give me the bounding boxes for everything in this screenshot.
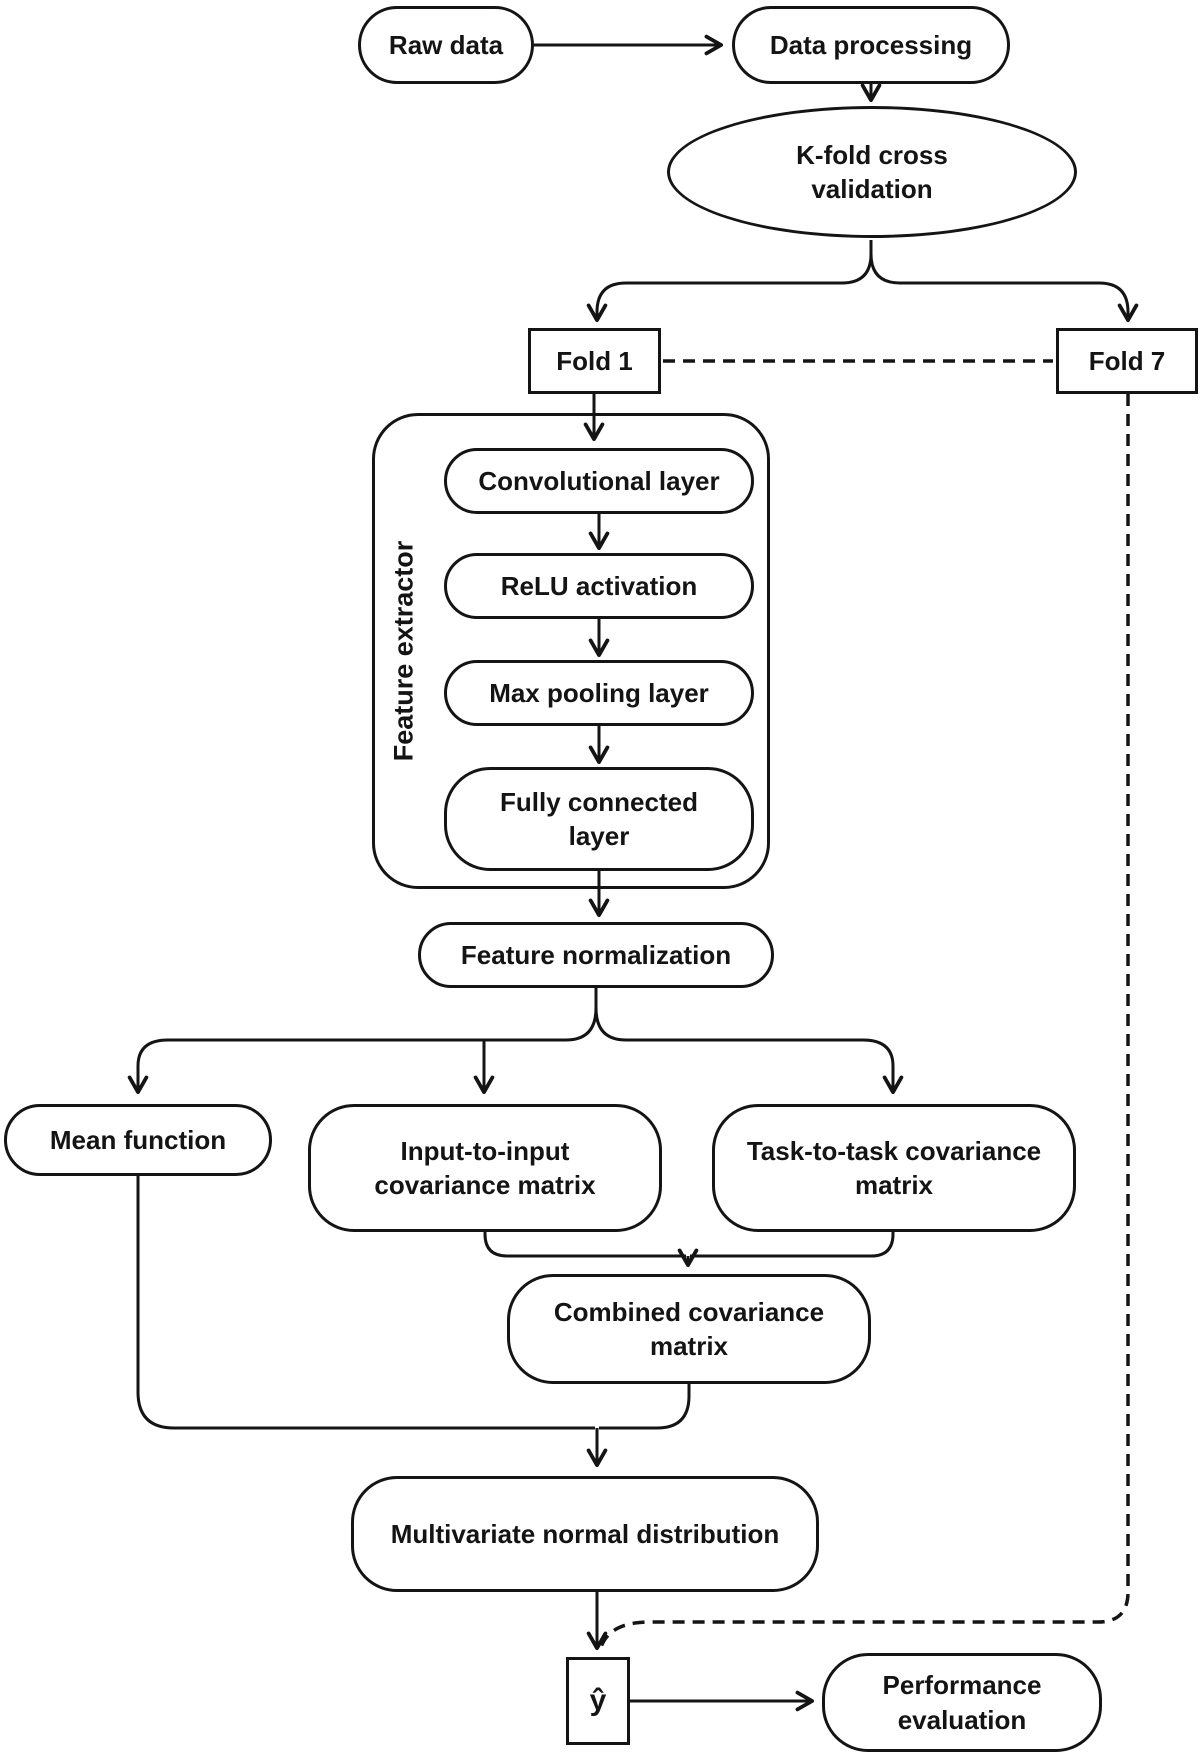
feature-extractor-group-label: Feature extractor [388, 540, 419, 762]
node-data-processing: Data processing [732, 6, 1010, 84]
node-fold-7-label: Fold 7 [1088, 345, 1166, 376]
feature-extractor-group [372, 413, 770, 889]
node-performance-evaluation-label: Performance evaluation [882, 1670, 1042, 1735]
node-mean-function-label: Mean function [49, 1124, 227, 1155]
edge-kfold-to-fold1 [586, 240, 873, 323]
node-yhat-label: ŷ [589, 1684, 607, 1718]
node-combined-covariance: Combined covariance matrix [507, 1274, 871, 1384]
node-fold-1: Fold 1 [528, 328, 661, 394]
edge-featurenorm-to-meanfn [127, 988, 598, 1095]
edge-taskcov-to-merge [690, 1232, 895, 1258]
node-task-to-task-covariance-label: Task-to-task covariance matrix [746, 1135, 1042, 1200]
node-kfold-cross-validation: K-fold cross validation [667, 106, 1077, 238]
node-combined-covariance-label: Combined covariance matrix [553, 1296, 825, 1361]
edge-kfold-to-fold7 [869, 253, 1139, 323]
edge-combined-to-merge2 [599, 1384, 691, 1430]
node-task-to-task-covariance: Task-to-task covariance matrix [712, 1104, 1076, 1232]
node-mean-function: Mean function [4, 1104, 272, 1176]
node-kfold-label: K-fold cross validation [796, 139, 948, 204]
edge-fold7-to-yhat-dashed [599, 394, 1130, 1648]
edge-meanfn-to-merge2 [136, 1176, 595, 1430]
edge-featurenorm-to-taskcov [594, 1007, 904, 1095]
node-raw-data-label: Raw data [388, 29, 504, 60]
node-relu-activation: ReLU activation [444, 553, 754, 619]
edge-inputcov-to-merge [483, 1232, 686, 1258]
node-multivariate-normal: Multivariate normal distribution [351, 1476, 819, 1592]
node-fully-connected-layer: Fully connected layer [444, 767, 754, 871]
node-feature-normalization-label: Feature normalization [460, 939, 732, 970]
node-fold-7: Fold 7 [1056, 328, 1198, 394]
node-input-to-input-covariance-label: Input-to-input covariance matrix [374, 1135, 596, 1200]
node-relu-activation-label: ReLU activation [500, 570, 698, 601]
node-fold-1-label: Fold 1 [556, 345, 633, 376]
node-multivariate-normal-label: Multivariate normal distribution [390, 1518, 780, 1549]
node-max-pooling-layer: Max pooling layer [444, 660, 754, 726]
node-raw-data: Raw data [358, 6, 534, 84]
node-feature-normalization: Feature normalization [418, 922, 774, 988]
node-convolutional-layer-label: Convolutional layer [478, 465, 720, 496]
node-yhat: ŷ [566, 1657, 630, 1745]
node-max-pooling-layer-label: Max pooling layer [489, 677, 709, 708]
node-input-to-input-covariance: Input-to-input covariance matrix [308, 1104, 662, 1232]
node-data-processing-label: Data processing [769, 29, 973, 60]
node-fully-connected-layer-label: Fully connected layer [500, 786, 698, 851]
node-convolutional-layer: Convolutional layer [444, 448, 754, 514]
node-performance-evaluation: Performance evaluation [822, 1653, 1102, 1752]
